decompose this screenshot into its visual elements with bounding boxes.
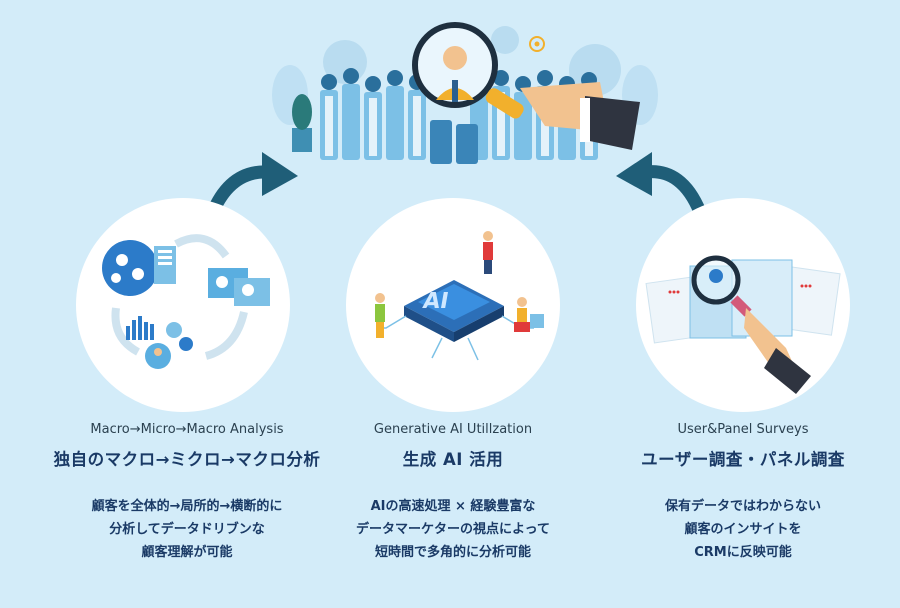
left-description: 顧客を全体的→局所的→横断的に 分析してデータドリブンな 顧客理解が可能 [37,495,337,564]
survey-circle [636,198,850,412]
crowd-magnifier-illustration [272,22,658,164]
right-subtitle: User&Panel Surveys [677,422,809,437]
person-icon [483,231,493,274]
left-desc-line-3: 顧客理解が可能 [141,545,233,560]
middle-title: 生成 AI 活用 [402,450,504,469]
analysis-circle [76,198,290,412]
middle-desc-line-2: データマーケターの視点によって [356,522,550,537]
svg-text:AI: AI [421,288,451,314]
right-desc-line-3: CRMに反映可能 [694,545,792,560]
middle-desc-line-1: AIの高速処理 × 経験豊富な [370,499,536,514]
left-desc-line-1: 顧客を全体的→局所的→横断的に [91,499,283,514]
middle-description: AIの高速処理 × 経験豊富な データマーケターの視点によって 短時間で多角的に… [303,495,603,564]
target-icon [529,36,545,52]
magnifier-icon [691,255,811,394]
gear-icon [166,322,193,351]
survey-magnifier-illustration [645,255,841,394]
middle-desc-line-3: 短時間で多角的に分析可能 [374,545,531,560]
left-desc-line-2: 分析してデータドリブンな [109,522,265,537]
plant-icon [292,94,312,152]
middle-subtitle: Generative AI Utillzation [373,422,533,437]
left-title: 独自のマクロ→ミクロ→マクロ分析 [53,450,321,469]
magnifier-icon [412,22,640,150]
right-desc-line-1: 保有データではわからない [664,499,821,514]
ai-chip-illustration: AI [375,231,544,361]
right-description: 保有データではわからない 顧客のインサイトを CRMに反映可能 [593,495,893,564]
right-desc-line-2: 顧客のインサイトを [684,522,802,537]
macro-micro-analysis-illustration [102,234,270,369]
right-title: ユーザー調査・パネル調査 [641,450,845,469]
left-subtitle: Macro→Micro→Macro Analysis [90,422,284,437]
ai-circle: AI [346,198,560,412]
